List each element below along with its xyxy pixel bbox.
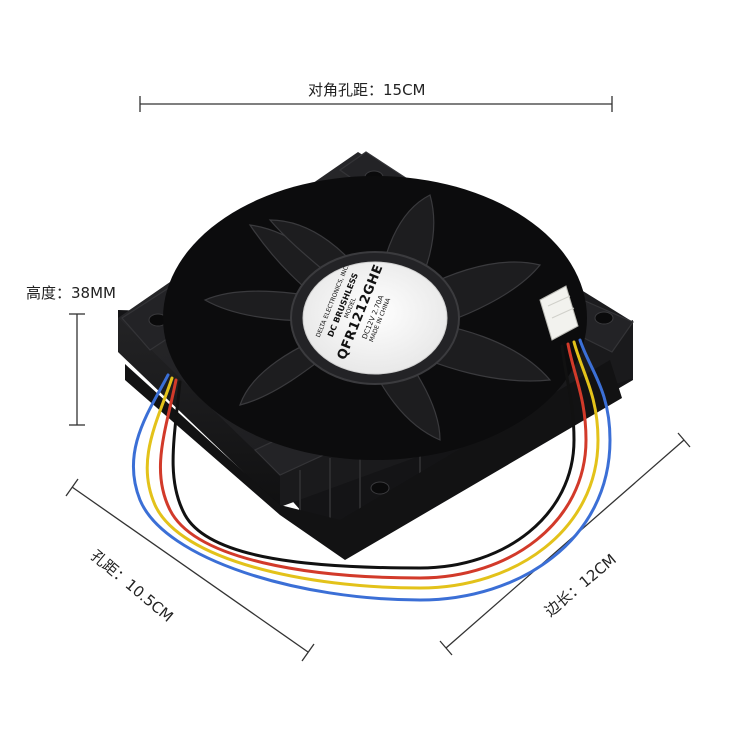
hole-distance-dimension-line: [71, 486, 309, 653]
wire-connector: [539, 285, 579, 341]
side-length-dimension-line: [445, 439, 685, 649]
diagonal-hole-distance-label: 对角孔距：15CM: [308, 81, 426, 99]
dimension-lines: [65, 96, 691, 662]
wires: [131, 338, 612, 602]
height-label: 高度：38MM: [26, 284, 116, 302]
hub-label-sticker: [302, 261, 448, 375]
